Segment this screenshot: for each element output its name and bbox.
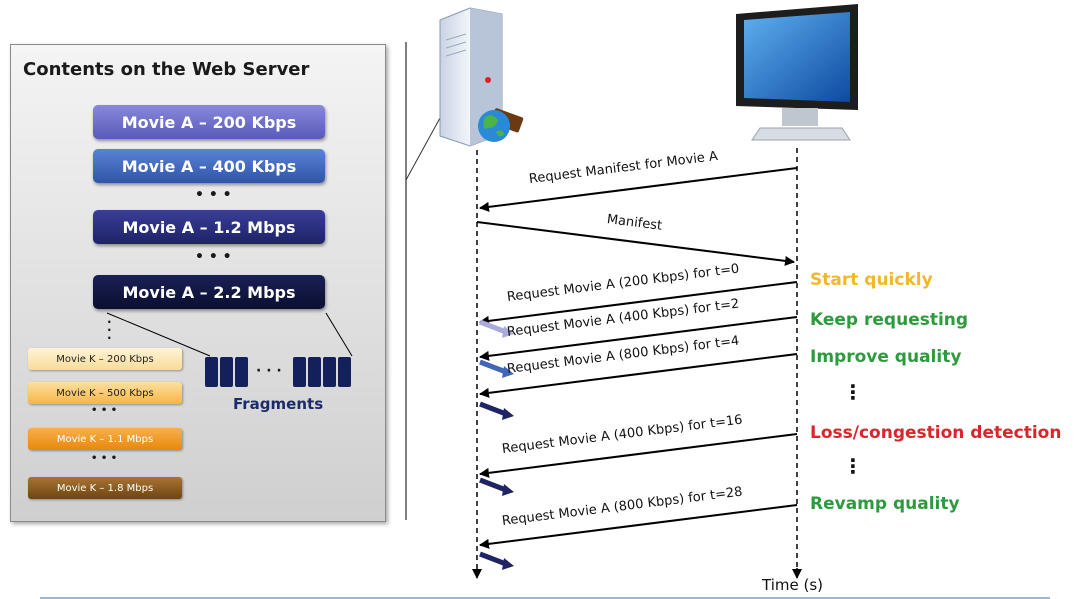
fragment-arrow-1 <box>479 319 514 338</box>
manifest-arrow <box>476 221 795 266</box>
movie-k-1800: Movie K – 1.8 Mbps <box>28 477 182 499</box>
vertical-dots: ... <box>107 312 112 342</box>
req5-arrow <box>479 504 798 549</box>
server-icon <box>439 7 503 147</box>
ellipsis-2: • • • <box>195 249 232 265</box>
req4-arrow <box>479 433 798 478</box>
movie-k-1100: Movie K – 1.1 Mbps <box>28 428 182 450</box>
movie-a-2200: Movie A – 2.2 Mbps <box>93 275 325 309</box>
status-keep-requesting: Keep requesting <box>810 310 969 330</box>
fragment-2 <box>220 357 233 387</box>
fragment-arrow-4 <box>479 477 514 496</box>
connector-right <box>325 312 353 357</box>
movie-a-400: Movie A – 400 Kbps <box>93 149 325 183</box>
fragments-label: Fragments <box>233 395 324 413</box>
globe-film-icon <box>478 108 524 142</box>
fragment-7 <box>338 357 351 387</box>
status-vdots-1: ⋮ <box>843 380 863 404</box>
status-improve-quality: Improve quality <box>810 347 962 367</box>
movie-k-200: Movie K – 200 Kbps <box>28 348 182 370</box>
panel-title: Contents on the Web Server <box>23 59 310 80</box>
fragment-arrow-3 <box>479 401 514 420</box>
web-server-contents-panel: Contents on the Web Server Movie A – 200… <box>10 44 386 522</box>
req3-arrow <box>479 353 798 398</box>
fragment-4 <box>293 357 306 387</box>
status-revamp-quality: Revamp quality <box>810 494 960 514</box>
fragment-6 <box>323 357 336 387</box>
status-start-quickly: Start quickly <box>810 270 933 290</box>
fragment-3 <box>235 357 248 387</box>
connector-left <box>106 312 211 357</box>
ellipsis-k-2: • • • <box>91 453 118 464</box>
fragments-ellipsis: · · · <box>256 363 282 379</box>
req1-arrow <box>479 281 798 326</box>
status-vdots-2: ⋮ <box>843 454 863 478</box>
fragment-5 <box>308 357 321 387</box>
time-axis-label: Time (s) <box>762 576 823 594</box>
movie-a-1200: Movie A – 1.2 Mbps <box>93 210 325 244</box>
server-pointer-line <box>405 117 441 181</box>
monitor-icon <box>736 4 858 141</box>
fragment-arrow-5 <box>479 551 514 570</box>
ellipsis-1: • • • <box>195 187 232 203</box>
request-manifest-arrow <box>479 167 798 212</box>
ellipsis-k-1: • • • <box>91 405 118 416</box>
movie-a-200: Movie A – 200 Kbps <box>93 105 325 139</box>
req2-arrow <box>479 316 798 361</box>
fragment-1 <box>205 357 218 387</box>
status-loss-detection: Loss/congestion detection <box>810 423 1062 443</box>
fragment-arrow-2 <box>479 359 514 378</box>
movie-k-500: Movie K – 500 Kbps <box>28 382 182 404</box>
